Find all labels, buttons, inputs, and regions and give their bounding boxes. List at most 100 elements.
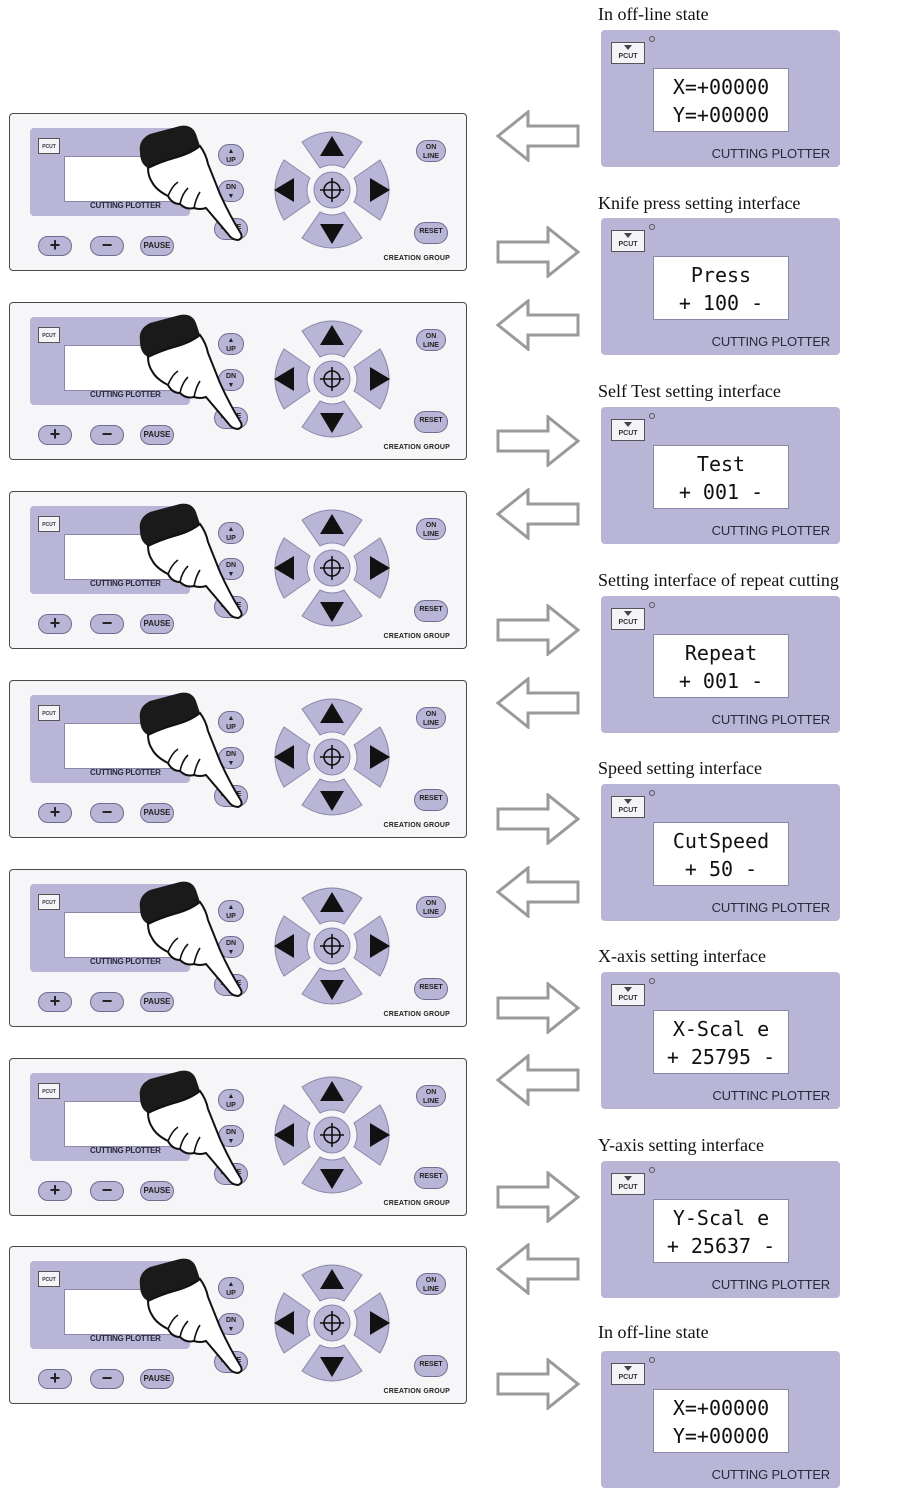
up-button[interactable]: ▲UP [218,333,244,355]
pause-button[interactable]: PAUSE [140,1369,174,1389]
up-button[interactable]: ▲UP [218,144,244,166]
lcd-line-1: Y-Scal e [672,1206,770,1230]
plus-button[interactable]: + [38,614,72,634]
reset-button[interactable]: RESET [414,978,448,1000]
direction-pad[interactable] [262,689,402,825]
lcd-line-1: X=+00000 [672,1396,770,1420]
down-button[interactable]: DN▼ [218,1125,244,1147]
right-arrow-icon [496,980,581,1036]
plus-button[interactable]: + [38,236,72,256]
direction-pad[interactable] [262,878,402,1014]
direction-pad[interactable] [262,1255,402,1391]
plus-button[interactable]: + [38,992,72,1012]
minus-button[interactable]: − [90,614,124,634]
screen-caption: In off-line state [598,4,709,24]
reset-button[interactable]: RESET [414,1355,448,1377]
pause-button[interactable]: PAUSE [140,803,174,823]
up-button[interactable]: ▲UP [218,522,244,544]
panel-brand-label: CUTTING PLOTTER [90,201,161,210]
left-arrow-icon [495,1241,580,1297]
lcd-line-2: Y=+00000 [672,103,770,127]
direction-pad[interactable] [262,1067,402,1203]
arrow-up-icon [320,325,344,345]
arrow-down-icon [320,980,344,1000]
up-button[interactable]: ▲UP [218,1277,244,1299]
screen-caption: Setting interface of repeat cutting [598,570,839,590]
direction-pad[interactable] [262,122,402,258]
maker-label: CREATION GROUP [383,1200,450,1207]
lcd-screen: Y-Scal e + 25637 - [653,1199,789,1263]
plus-button[interactable]: + [38,803,72,823]
registered-mark-icon [649,1357,655,1363]
right-arrow-icon [496,1169,581,1225]
reset-button[interactable]: RESET [414,222,448,244]
up-button-label: UP [226,157,236,164]
minus-button[interactable]: − [90,425,124,445]
reset-button[interactable]: RESET [414,1167,448,1189]
screen-caption: Y-axis setting interface [598,1135,764,1155]
down-button-label: DN [225,184,237,191]
lcd-line-2: + 25637 - [666,1234,776,1258]
arrow-left-icon [274,1123,294,1147]
arrow-right-icon [370,367,390,391]
minus-button[interactable]: − [90,1369,124,1389]
up-button[interactable]: ▲UP [218,1089,244,1111]
direction-pad[interactable] [262,500,402,636]
lcd-brand-label: CUTTING PLOTTER [711,712,831,727]
lcd-line-2: + 001 - [678,669,764,693]
pause-button[interactable]: PAUSE [140,992,174,1012]
lcd-line-2: + 25795 - [666,1045,776,1069]
up-button-label: UP [226,1290,236,1297]
online-label: LINE [423,153,439,160]
pcut-logo: PCUT [38,516,60,532]
arrow-right-icon [370,745,390,769]
pcut-logo: PCUT [38,1083,60,1099]
pause-button[interactable]: PAUSE [140,425,174,445]
plus-button[interactable]: + [38,1369,72,1389]
online-label: ON [425,1089,437,1096]
pcut-logo: PCUT [38,138,60,154]
left-arrow-icon [495,864,580,920]
up-button[interactable]: ▲UP [218,711,244,733]
pause-button[interactable]: PAUSE [140,1181,174,1201]
down-button[interactable]: DN▼ [218,936,244,958]
pause-button[interactable]: PAUSE [140,614,174,634]
minus-button[interactable]: − [90,803,124,823]
minus-button[interactable]: − [90,1181,124,1201]
arrow-right-icon [370,1311,390,1335]
pcut-logo: PCUT [611,230,645,252]
lcd-line-1: X=+00000 [672,75,770,99]
reset-button[interactable]: RESET [414,789,448,811]
right-arrow-icon [496,224,581,280]
plus-button[interactable]: + [38,425,72,445]
pause-button[interactable]: PAUSE [140,236,174,256]
minus-button[interactable]: − [90,992,124,1012]
online-label: LINE [423,531,439,538]
pcut-logo: PCUT [38,1271,60,1287]
down-button-label: DN [225,751,237,758]
arrow-down-icon [320,791,344,811]
left-arrow-icon [495,675,580,731]
minus-button[interactable]: − [90,236,124,256]
reset-button[interactable]: RESET [414,600,448,622]
up-button[interactable]: ▲UP [218,900,244,922]
reset-button[interactable]: RESET [414,411,448,433]
online-label: ON [425,900,437,907]
arrow-left-icon [274,1311,294,1335]
down-button-label: DN [225,1317,237,1324]
panel-brand-label: CUTTING PLOTTER [90,768,161,777]
direction-pad[interactable] [262,311,402,447]
plus-button[interactable]: + [38,1181,72,1201]
down-button[interactable]: DN▼ [218,747,244,769]
maker-label: CREATION GROUP [383,444,450,451]
